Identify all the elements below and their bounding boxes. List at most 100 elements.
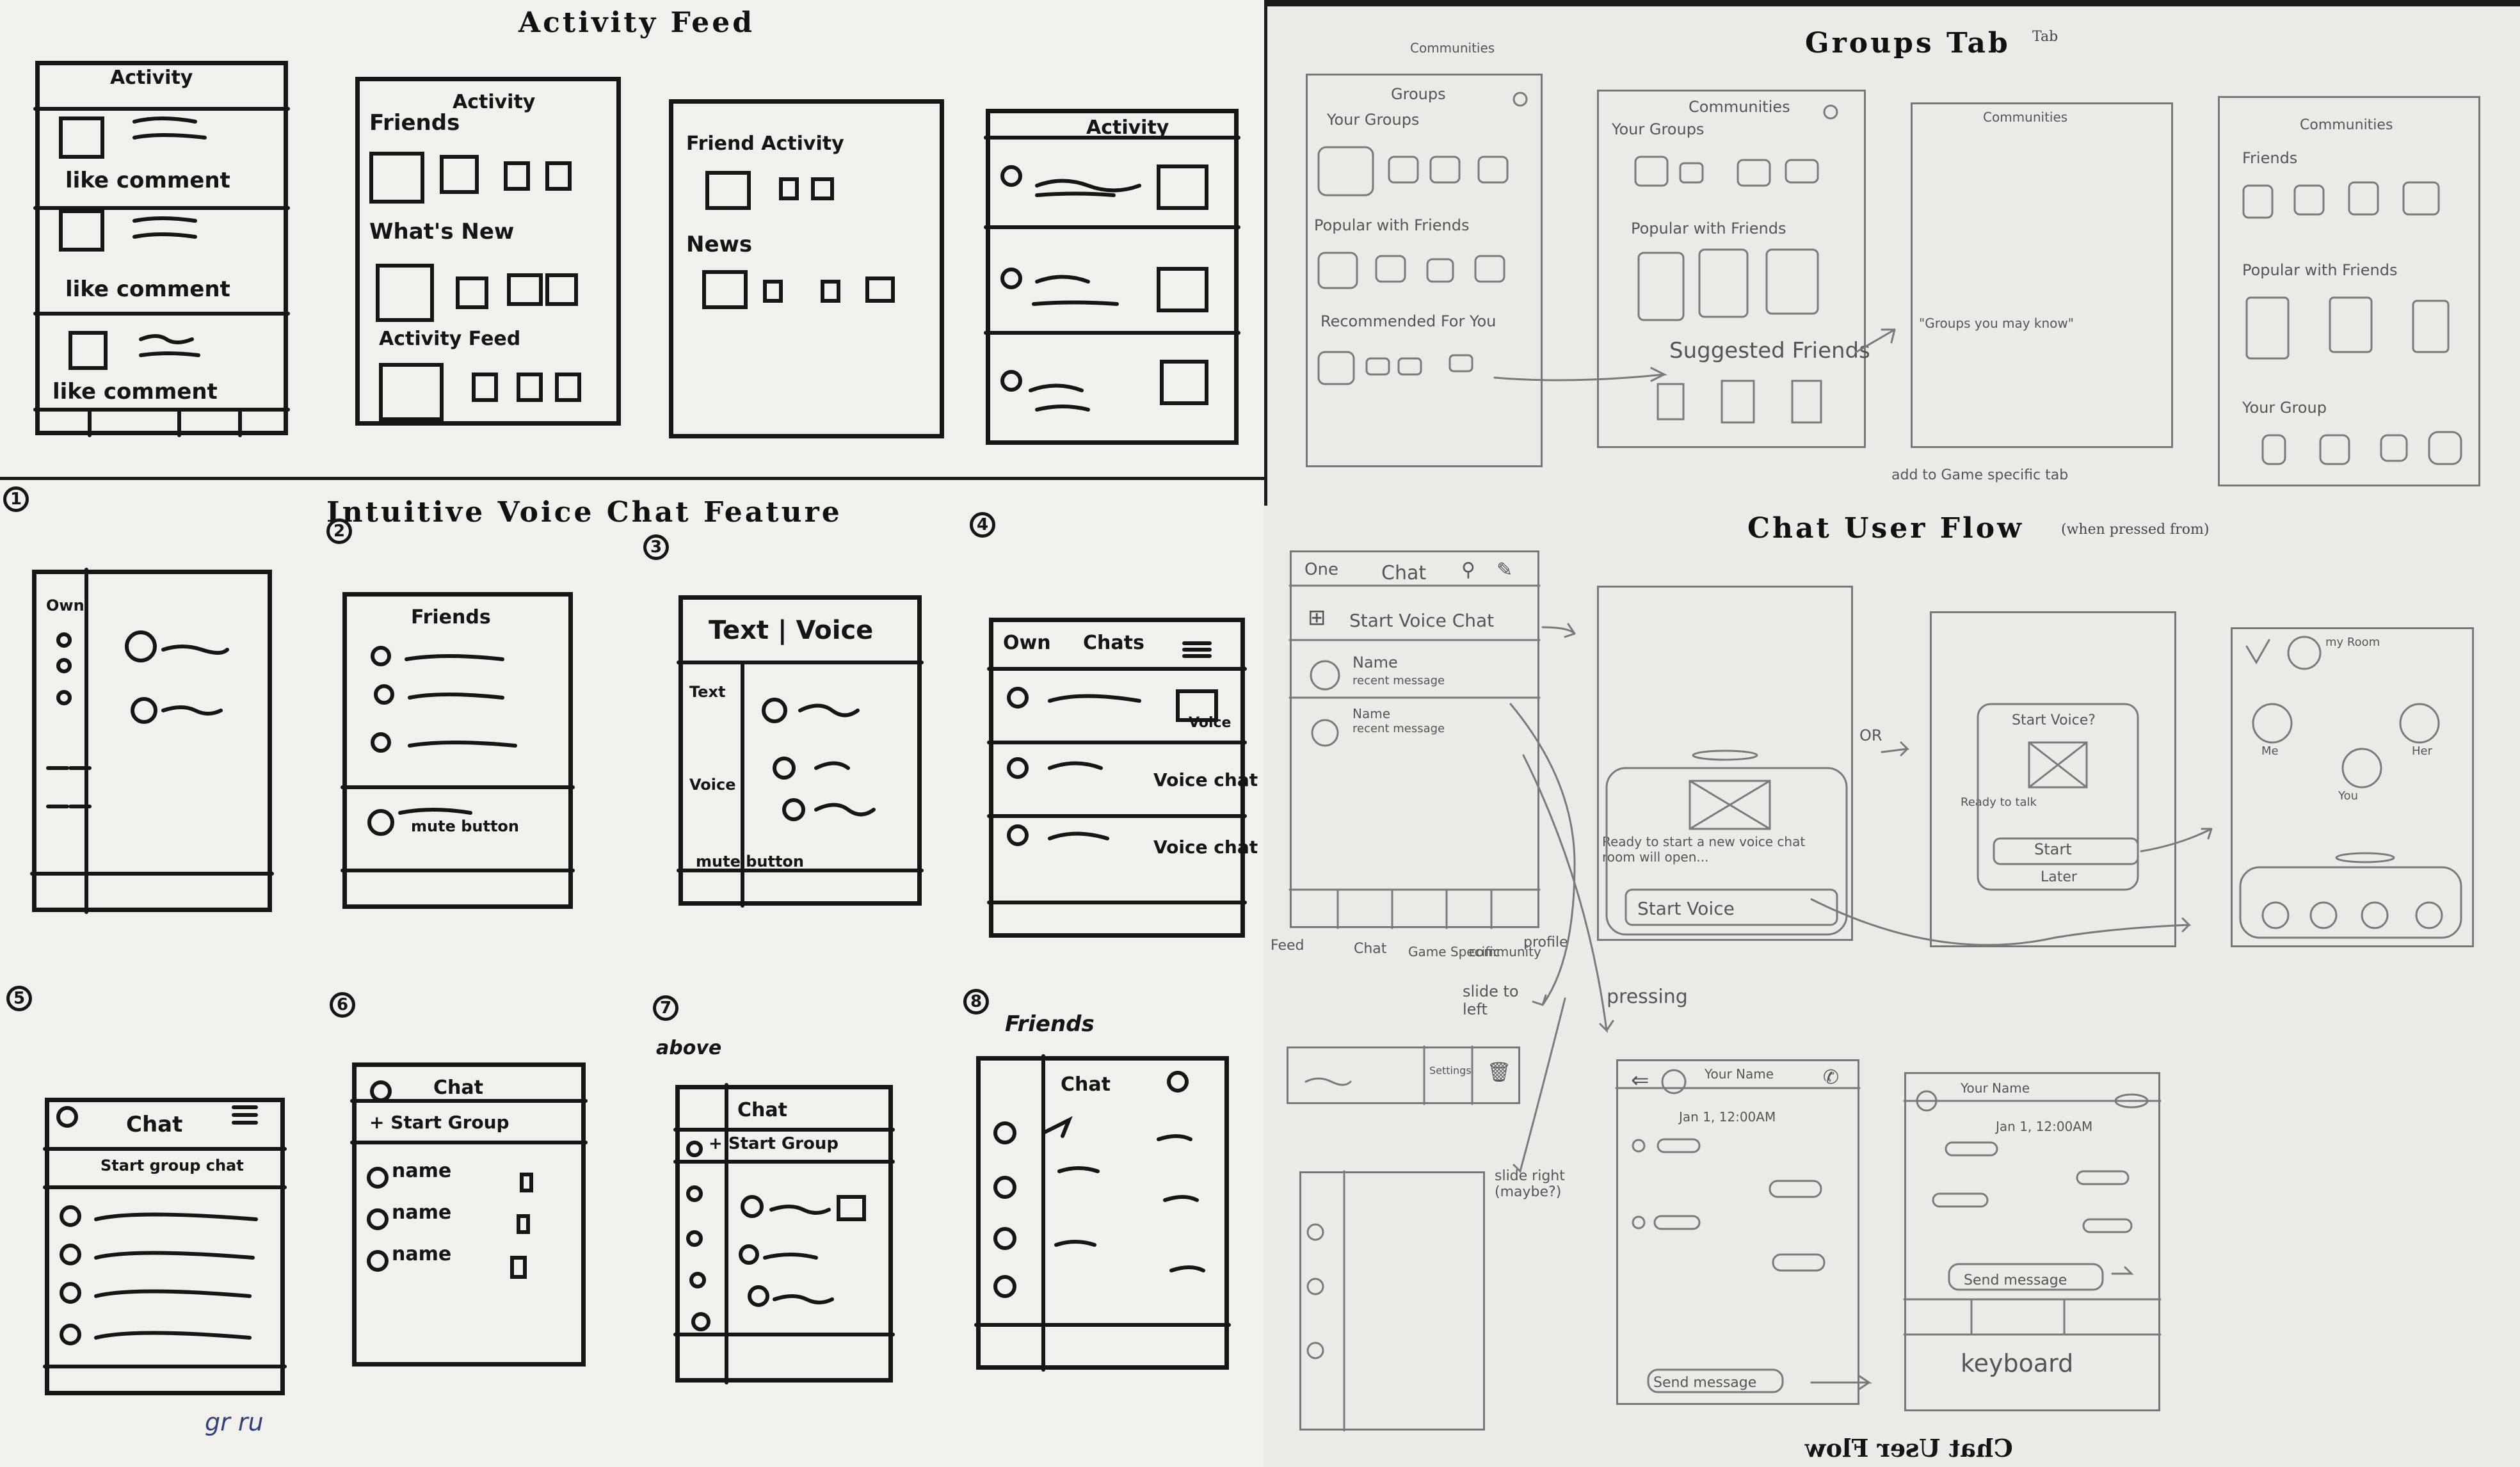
activity-frame-3: Friend Activity News — [669, 99, 944, 438]
start-group-chat-label: Start group chat — [100, 1157, 244, 1174]
compose-icon[interactable]: ✎ — [1497, 559, 1513, 581]
action-row-label: like comment — [65, 168, 230, 193]
groups-frame-2: Communities Your Groups Popular with Fri… — [1597, 90, 1870, 448]
sidebar-label-voice: Voice — [689, 776, 736, 794]
section-label-popular-with-friends: Popular with Friends — [1314, 216, 1470, 234]
groups-quote: "Groups you may know" — [1919, 316, 2074, 331]
frame-header: Chat — [737, 1099, 787, 1121]
start-voice-chat-button[interactable]: Start Voice Chat — [1349, 610, 1495, 631]
frame-number: 5 — [6, 986, 32, 1011]
send-message-input[interactable]: Send message — [1653, 1375, 1757, 1391]
section-label-whats-new: What's New — [369, 219, 515, 245]
participant-her: Her — [2412, 744, 2433, 758]
sidebar-label-text: Text — [689, 683, 726, 701]
contact-name: Your Name — [1961, 1080, 2030, 1096]
frame-header: Activity — [1086, 116, 1169, 139]
paper-voice-chat — [0, 480, 1264, 1467]
voice-frame-6: Chat + Start Group name name name — [352, 1062, 586, 1367]
frame-header: Text | Voice — [709, 616, 874, 645]
voice-frame-1: Own — [32, 570, 272, 912]
mute-button-label: mute button — [696, 853, 804, 870]
voice-frame-3: Text | Voice Text Voice mute button — [678, 595, 922, 906]
section-label-your-group: Your Group — [2242, 399, 2327, 417]
frame-header: Chat — [1381, 562, 1427, 584]
signature: gr ru — [205, 1408, 264, 1436]
voice-room-screen: my Room Me Her You — [2231, 627, 2474, 947]
participant-you: You — [2338, 789, 2359, 803]
frame-header: Chats — [1083, 632, 1144, 654]
activity-frame-2: Activity Friends What's New Activity Fee… — [355, 77, 621, 426]
sidebar-label: Own — [46, 597, 84, 614]
section-title-chat-user-flow: Chat User Flow — [1747, 512, 2024, 545]
dialog-later-button[interactable]: Later — [2041, 869, 2077, 885]
voice-room-header: my Room — [2325, 636, 2380, 649]
tab-note: Communities — [1410, 40, 1495, 56]
tab-label-chat: Chat — [1354, 941, 1387, 957]
contact-name: Your Name — [1705, 1066, 1774, 1082]
message-preview: recent message — [1352, 722, 1445, 735]
phone-icon[interactable]: ✆ — [1823, 1066, 1840, 1089]
tab-label-profile: profile — [1523, 934, 1568, 950]
section-label-popular-with-friends: Popular with Friends — [1631, 220, 1786, 237]
message-name: Name — [1352, 653, 1398, 671]
groups-frame-3: Communities "Groups you may know" — [1911, 102, 2173, 448]
slide-right-label: slide right (maybe?) — [1495, 1168, 1565, 1200]
popup-voice-screen: Ready to start a new voice chat room wil… — [1597, 586, 1853, 941]
voice-frame-2: Friends mute button — [342, 592, 573, 909]
header-prefix: One — [1304, 560, 1338, 579]
tab-label-feed: Feed — [1271, 938, 1304, 954]
name-row: name — [392, 1160, 452, 1182]
dialog-start-button[interactable]: Start — [2034, 840, 2072, 858]
action-row-label: like comment — [52, 379, 218, 405]
search-icon[interactable]: ⚲ — [1461, 559, 1475, 581]
frame-number: 3 — [643, 534, 669, 560]
action-row-label: like comment — [65, 277, 230, 302]
section-label-popular-with-friends: Popular with Friends — [2242, 261, 2398, 279]
activity-frame-4: Activity — [986, 109, 1239, 445]
row-label: Voice chat — [1153, 837, 1258, 858]
plus-icon: ⊞ — [1308, 605, 1326, 630]
name-row: name — [392, 1201, 452, 1224]
frame-header: Activity — [110, 67, 193, 89]
message-name: Name — [1352, 706, 1391, 721]
frame-annotation: above — [656, 1037, 722, 1059]
dialog-screen: Start Voice? Ready to talk Start Later — [1930, 611, 2176, 947]
section-subtitle: (when pressed from) — [2061, 522, 2210, 538]
frame-header: Communities — [1983, 109, 2068, 125]
conversation-screen: ⇐ Your Name ✆ Jan 1, 12:00AM Send messag… — [1616, 1059, 1859, 1405]
settings-button[interactable]: Settings — [1429, 1064, 1472, 1077]
voice-frame-8: Chat — [976, 1056, 1229, 1370]
section-title-voice-chat: Intuitive Voice Chat Feature — [326, 496, 842, 529]
row-label: Voice chat — [1153, 769, 1258, 790]
section-title-activity-feed: Activity Feed — [518, 6, 755, 39]
section-label-news: News — [686, 232, 753, 257]
section-label-friends: Friends — [369, 110, 460, 136]
frame-number: 1 — [3, 486, 29, 512]
corner-note: Tab — [2032, 29, 2059, 45]
frame-header: Chat — [433, 1077, 483, 1099]
frame-number: 8 — [963, 989, 989, 1014]
participant-me: Me — [2261, 744, 2279, 758]
frame-header: Chat — [126, 1112, 183, 1137]
header-prefix: Own — [1003, 632, 1051, 654]
voice-frame-7: Chat + Start Group — [675, 1085, 893, 1383]
groups-frame-4: Communities Friends Popular with Friends… — [2218, 96, 2480, 486]
bottom-note: add to Game specific tab — [1891, 467, 2069, 483]
slide-right-panel — [1299, 1171, 1485, 1431]
trash-icon[interactable]: 🗑 — [1487, 1061, 1512, 1084]
section-label-friends: Friends — [2242, 149, 2298, 167]
frame-header: Groups — [1391, 85, 1446, 103]
section-title-groups-tab: Groups Tab — [1805, 27, 2010, 60]
frame-header: Communities — [1689, 98, 1790, 116]
tab-label-game-specific: Game Specific — [1408, 944, 1500, 959]
frame-header: Communities — [2300, 117, 2393, 133]
row-label: Voice — [1189, 715, 1232, 731]
frame-annotation: Friends — [1005, 1011, 1095, 1037]
send-message-input[interactable]: Send message — [1964, 1272, 2067, 1288]
section-label-your-groups: Your Groups — [1327, 111, 1420, 129]
dialog-title: Start Voice? — [2012, 712, 2096, 728]
frame-header: Friends — [411, 606, 491, 629]
section-label-activity-feed: Activity Feed — [379, 328, 521, 350]
activity-frame-1: Activity like comment like comment like … — [35, 61, 288, 435]
start-voice-button[interactable]: Start Voice — [1637, 898, 1735, 919]
